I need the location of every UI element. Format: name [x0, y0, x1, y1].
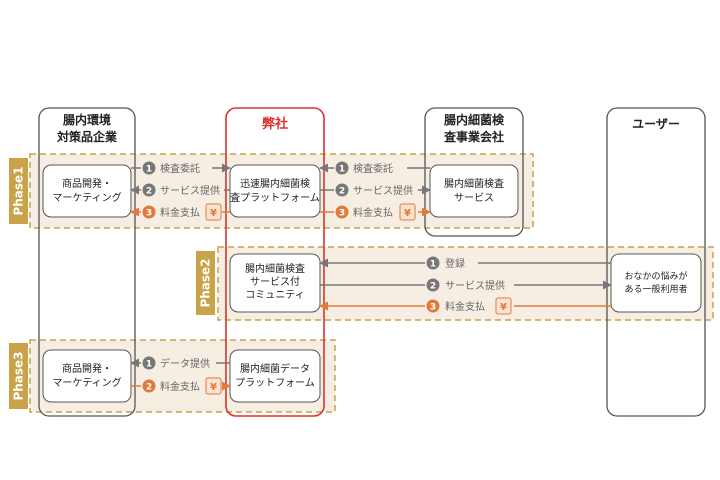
svg-text:3: 3	[430, 303, 436, 313]
svg-text:1: 1	[430, 260, 436, 270]
svg-text:検査委託: 検査委託	[160, 162, 200, 175]
p1-right-flow-2: 2 サービス提供	[320, 183, 431, 197]
svg-text:¥: ¥	[210, 382, 217, 393]
svg-text:1: 1	[339, 165, 345, 175]
svg-text:サービス付: サービス付	[250, 275, 300, 288]
svg-text:料金支払: 料金支払	[160, 206, 200, 219]
svg-text:3: 3	[339, 209, 345, 219]
phase2-text: Phase2	[199, 258, 213, 307]
p2-c4-box: おなかの悩みが ある一般利用者	[610, 253, 702, 313]
phase3-text: Phase3	[12, 351, 26, 400]
p3-flow-1: 1 データ提供	[130, 356, 230, 370]
svg-text:料金支払: 料金支払	[353, 206, 393, 219]
svg-text:2: 2	[146, 187, 152, 197]
column-c4-pillar	[606, 107, 706, 417]
svg-text:マーケティング: マーケティング	[52, 376, 121, 389]
svg-text:商品開発・: 商品開発・	[62, 177, 112, 190]
svg-text:登録: 登録	[445, 257, 465, 270]
phase1-label: Phase1	[9, 158, 28, 224]
yen-icon	[205, 203, 222, 221]
yen-icon	[495, 297, 512, 315]
svg-text:サービス: サービス	[454, 192, 494, 204]
p1-left-flow-2: 2 サービス提供	[130, 183, 230, 197]
svg-text:おなかの悩みが: おなかの悩みが	[624, 270, 687, 282]
p1-right-flow-3: 3 料金支払 ¥	[320, 203, 431, 221]
svg-text:サービス提供: サービス提供	[353, 184, 413, 197]
p1-c2-box: 迅速腸内細菌検 査プラットフォーム	[229, 164, 321, 218]
svg-text:ある一般利用者: ある一般利用者	[624, 283, 687, 295]
svg-text:マーケティング: マーケティング	[52, 191, 121, 204]
phase2-label: Phase2	[196, 251, 215, 315]
p1-left-flow-1: 1 検査委託	[131, 161, 231, 175]
svg-text:料金支払: 料金支払	[445, 300, 485, 313]
svg-text:サービス提供: サービス提供	[445, 279, 505, 292]
svg-text:腸内細菌検査: 腸内細菌検査	[444, 177, 504, 190]
p3-c2-box: 腸内細菌データ プラットフォーム	[229, 349, 321, 403]
p3-c1-box: 商品開発・ マーケティング	[42, 349, 132, 403]
column-c4-header: ユーザー	[632, 117, 680, 131]
phase3-label: Phase3	[9, 343, 28, 409]
svg-text:¥: ¥	[500, 302, 507, 313]
column-c1-header-line2: 対策品企業	[56, 129, 118, 144]
column-c3-header-line2: 査事業会社	[443, 129, 504, 144]
svg-text:コミュニティ: コミュニティ	[245, 290, 304, 301]
p1-left-flow-3: 3 料金支払 ¥	[130, 203, 230, 221]
svg-text:2: 2	[430, 282, 436, 292]
p1-right-flow-1: 1 検査委託	[319, 161, 430, 175]
svg-text:検査委託: 検査委託	[353, 162, 393, 175]
p2-flow-2: 2 サービス提供	[320, 278, 612, 292]
svg-text:2: 2	[146, 383, 152, 393]
svg-text:データ提供: データ提供	[160, 357, 210, 370]
yen-icon	[205, 377, 222, 395]
p2-c2-box: 腸内細菌検査 サービス付 コミュニティ	[229, 253, 321, 313]
column-c3-pillar	[424, 107, 524, 237]
svg-text:迅速腸内細菌検: 迅速腸内細菌検	[240, 177, 310, 190]
p1-c1-box: 商品開発・ マーケティング	[42, 164, 132, 218]
svg-text:サービス提供: サービス提供	[160, 184, 220, 197]
column-c3-header-line1: 腸内細菌検	[444, 112, 505, 127]
svg-text:料金支払: 料金支払	[160, 380, 200, 393]
svg-text:¥: ¥	[404, 208, 411, 219]
phase1-text: Phase1	[12, 166, 26, 215]
svg-text:1: 1	[146, 360, 152, 370]
column-c1-header-line1: 腸内環境	[63, 112, 111, 127]
svg-text:商品開発・: 商品開発・	[62, 362, 112, 375]
svg-text:腸内細菌データ: 腸内細菌データ	[240, 362, 310, 375]
svg-text:2: 2	[339, 187, 345, 197]
svg-text:腸内細菌検査: 腸内細菌検査	[245, 262, 305, 275]
yen-icon	[399, 203, 416, 221]
p3-flow-2: 2 料金支払 ¥	[131, 377, 231, 395]
svg-text:査プラットフォーム: 査プラットフォーム	[230, 191, 320, 204]
p2-flow-1: 1 登録	[319, 256, 611, 270]
column-c1-pillar	[38, 107, 136, 417]
svg-text:¥: ¥	[210, 208, 217, 219]
p2-flow-3: 3 料金支払 ¥	[319, 297, 611, 315]
svg-text:3: 3	[146, 209, 152, 219]
svg-text:プラットフォーム: プラットフォーム	[235, 377, 315, 389]
p1-c3-box: 腸内細菌検査 サービス	[429, 164, 519, 218]
svg-text:1: 1	[146, 165, 152, 175]
column-c2-header: 弊社	[262, 116, 288, 132]
